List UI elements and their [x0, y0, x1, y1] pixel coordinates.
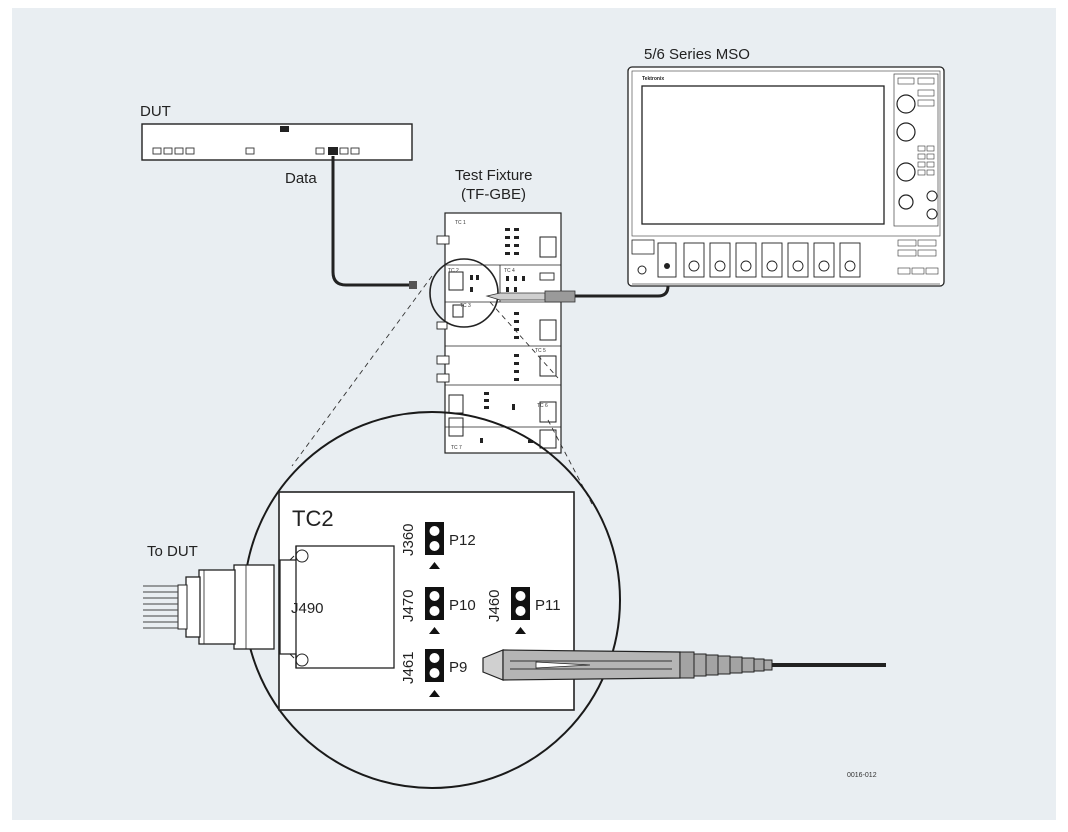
jumper-j461: [425, 649, 444, 697]
fixture-label-line1: Test Fixture: [455, 167, 533, 184]
dut-data-cable: [331, 156, 410, 287]
scope-brand: Tektronix: [642, 76, 664, 82]
jumper-j470: [425, 587, 444, 634]
jumper-j460: [511, 587, 530, 634]
j490-label: J490: [291, 600, 324, 617]
section-label: TC 7: [451, 445, 462, 451]
figure-id: 0016-012: [847, 772, 877, 779]
section-label: TC 4: [504, 268, 515, 274]
scope-knob: [926, 208, 938, 220]
to-dut-cable-wires: [143, 585, 178, 629]
p11-label: P11: [535, 597, 561, 614]
scope-channel-inputs: [683, 242, 861, 278]
section-label: TC 5: [535, 348, 546, 354]
jumper-j360: [425, 522, 444, 569]
data-label: Data: [285, 170, 317, 187]
p9-label: P9: [449, 659, 467, 676]
fixture-label-line2: (TF-GBE): [461, 186, 526, 203]
section-label: TC 1: [455, 220, 466, 226]
scope-knob: [896, 94, 916, 114]
detail-probe: [482, 649, 773, 681]
scope-knob: [898, 194, 914, 210]
tc2-title: TC2: [292, 506, 334, 531]
scope-knob: [896, 162, 916, 182]
section-label: TC 3: [460, 303, 471, 309]
scope-screen: [641, 85, 885, 225]
section-label: TC 2: [448, 268, 459, 274]
scope-knob: [896, 122, 916, 142]
cable-plug: [409, 281, 417, 289]
oscilloscope: Tektronix: [627, 66, 945, 287]
p10-label: P10: [449, 597, 476, 614]
fixture-section-labels: TC 1 TC 2 TC 4 TC 3 TC 5 TC 6 TC 7: [448, 220, 548, 451]
test-fixture-board: [436, 212, 562, 454]
dut-ports-left: [152, 147, 360, 155]
dut-device: [141, 123, 413, 161]
zoom-projection-lines: [291, 275, 593, 505]
scope-label: 5/6 Series MSO: [644, 46, 750, 63]
to-dut-label: To DUT: [147, 543, 198, 560]
j490-connector: [177, 545, 395, 669]
dut-top-port: [280, 126, 289, 132]
j360-label: J360: [400, 523, 417, 556]
section-label: TC 6: [537, 403, 548, 409]
dut-label: DUT: [140, 103, 171, 120]
p12-label: P12: [449, 532, 476, 549]
j461-label: J461: [400, 651, 417, 684]
magnifier-small-circle: [429, 258, 499, 328]
fixture-probe: [485, 290, 576, 303]
j470-label: J470: [400, 589, 417, 622]
j460-label: J460: [486, 589, 503, 622]
scope-knob: [926, 190, 938, 202]
dut-data-port: [328, 147, 338, 155]
scope-aux-input: [637, 265, 647, 275]
